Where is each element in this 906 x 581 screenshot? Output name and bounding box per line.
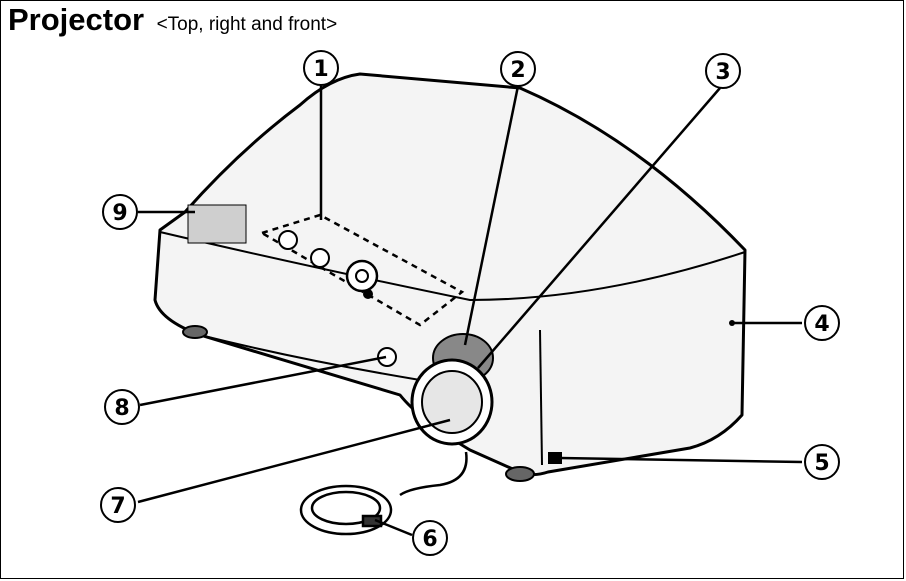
svg-text:4: 4 bbox=[814, 312, 829, 337]
projector-feet bbox=[182, 325, 535, 482]
svg-text:8: 8 bbox=[114, 396, 129, 421]
svg-text:9: 9 bbox=[112, 201, 127, 226]
security-lock-icon bbox=[729, 320, 735, 326]
body-edges bbox=[159, 231, 746, 466]
lens-assembly bbox=[410, 333, 494, 446]
leader-lines bbox=[137, 85, 803, 537]
lens-cap bbox=[299, 451, 468, 536]
power-button-icon bbox=[345, 259, 379, 293]
callout-7: 7 bbox=[100, 487, 136, 523]
svg-text:5: 5 bbox=[814, 451, 829, 476]
indicator-lamp-icon bbox=[363, 289, 373, 299]
callout-4: 4 bbox=[804, 305, 840, 341]
control-button-icon bbox=[310, 248, 330, 268]
projector-body bbox=[153, 72, 747, 477]
ac-inlet-icon bbox=[548, 452, 562, 464]
svg-text:7: 7 bbox=[110, 494, 125, 519]
remote-receiver-icon bbox=[377, 347, 397, 367]
callout-5: 5 bbox=[804, 444, 840, 480]
svg-text:2: 2 bbox=[510, 58, 525, 83]
side-speaker-grille bbox=[187, 204, 247, 244]
callout-9: 9 bbox=[102, 194, 138, 230]
callout-6: 6 bbox=[412, 520, 448, 556]
diagram-title: Projector <Top, right and front> bbox=[8, 2, 337, 38]
svg-text:1: 1 bbox=[313, 57, 328, 82]
control-panel bbox=[258, 213, 465, 327]
callout-3: 3 bbox=[705, 53, 741, 89]
title-subtitle: <Top, right and front> bbox=[156, 14, 338, 35]
control-button-icon bbox=[278, 230, 298, 250]
callout-2: 2 bbox=[500, 51, 536, 87]
callout-8: 8 bbox=[104, 389, 140, 425]
title-main: Projector bbox=[8, 2, 145, 37]
svg-text:3: 3 bbox=[715, 60, 730, 85]
callout-1: 1 bbox=[303, 50, 339, 86]
lens-icon bbox=[421, 370, 483, 434]
svg-text:6: 6 bbox=[422, 527, 437, 552]
